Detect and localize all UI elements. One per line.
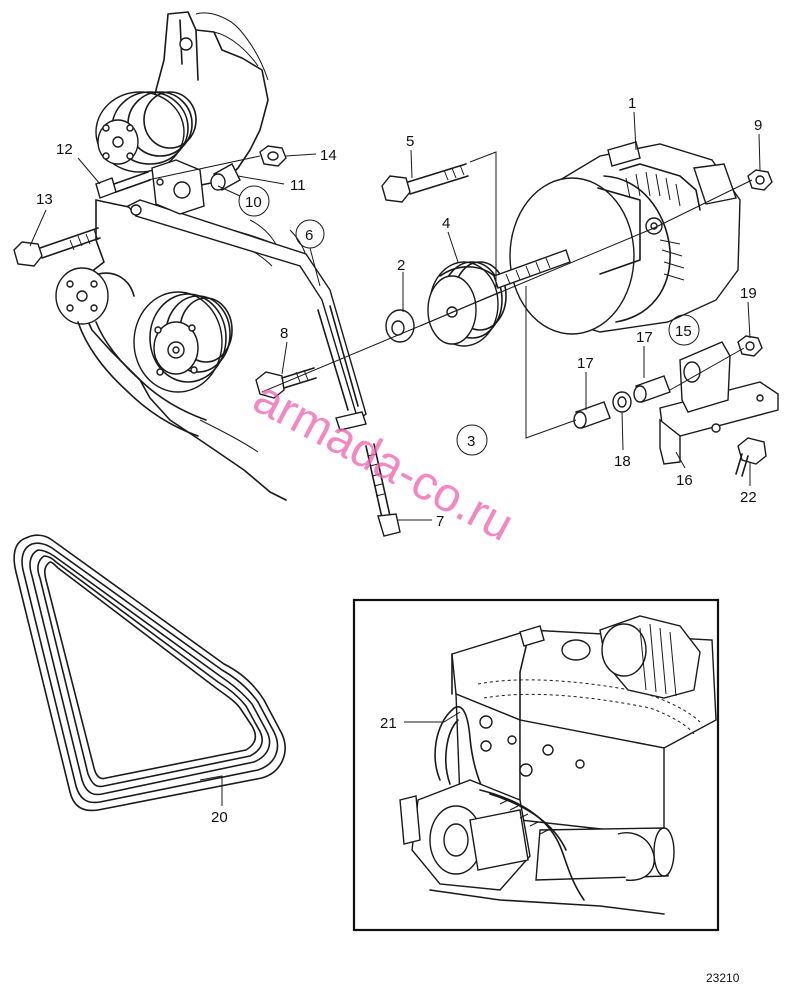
callout-3: 3 xyxy=(467,433,475,450)
alternator-stud xyxy=(493,249,571,289)
callout-16: 16 xyxy=(676,472,693,489)
tension-bracket-10 xyxy=(151,159,205,215)
callout-15: 15 xyxy=(675,323,692,340)
leader-lines xyxy=(29,111,761,806)
callout-circles xyxy=(238,185,700,456)
washer-18 xyxy=(612,391,632,413)
callout-17b: 17 xyxy=(636,329,653,346)
nut-19 xyxy=(737,335,763,357)
pulley-4 xyxy=(427,261,507,347)
bolt-13 xyxy=(13,227,101,267)
callout-9: 9 xyxy=(754,117,762,134)
callout-10: 10 xyxy=(245,194,262,211)
bolt-12 xyxy=(95,171,151,199)
engine-front-assembly xyxy=(55,11,309,501)
callout-14: 14 xyxy=(320,147,337,164)
sleeve-17b xyxy=(633,375,671,403)
nut-2 xyxy=(385,309,415,343)
alternator-1 xyxy=(509,141,741,335)
callout-8: 8 xyxy=(280,325,288,342)
callout-17a: 17 xyxy=(577,355,594,372)
bolt-22 xyxy=(735,437,767,477)
callout-11: 11 xyxy=(290,177,306,194)
callout-2: 2 xyxy=(397,257,405,274)
nut-9 xyxy=(747,169,773,191)
callout-labels: 1 2 3 4 5 6 7 8 9 10 11 12 13 14 15 16 1… xyxy=(36,95,762,826)
callout-12: 12 xyxy=(56,141,73,158)
adjustment-bar xyxy=(126,199,367,431)
bracket-16 xyxy=(659,341,779,465)
callout-13: 13 xyxy=(36,191,53,208)
callout-21: 21 xyxy=(380,715,397,732)
callout-7: 7 xyxy=(436,513,444,530)
callout-5: 5 xyxy=(406,133,414,150)
v-belt-20 xyxy=(13,534,286,812)
callout-20: 20 xyxy=(211,809,228,826)
nut-14 xyxy=(259,145,287,167)
assembly-lines xyxy=(147,151,753,439)
callout-18: 18 xyxy=(614,453,631,470)
stud-7 xyxy=(365,443,401,537)
callout-1: 1 xyxy=(628,95,636,112)
inset-engine-view xyxy=(352,598,720,932)
figure-number: 23210 xyxy=(706,971,740,985)
bolt-5 xyxy=(381,163,469,203)
callout-22: 22 xyxy=(740,489,757,506)
callout-19: 19 xyxy=(740,285,757,302)
spacer-11 xyxy=(210,163,241,191)
callout-6: 6 xyxy=(305,227,313,244)
callout-4: 4 xyxy=(442,215,450,232)
sleeve-17a xyxy=(573,401,611,429)
